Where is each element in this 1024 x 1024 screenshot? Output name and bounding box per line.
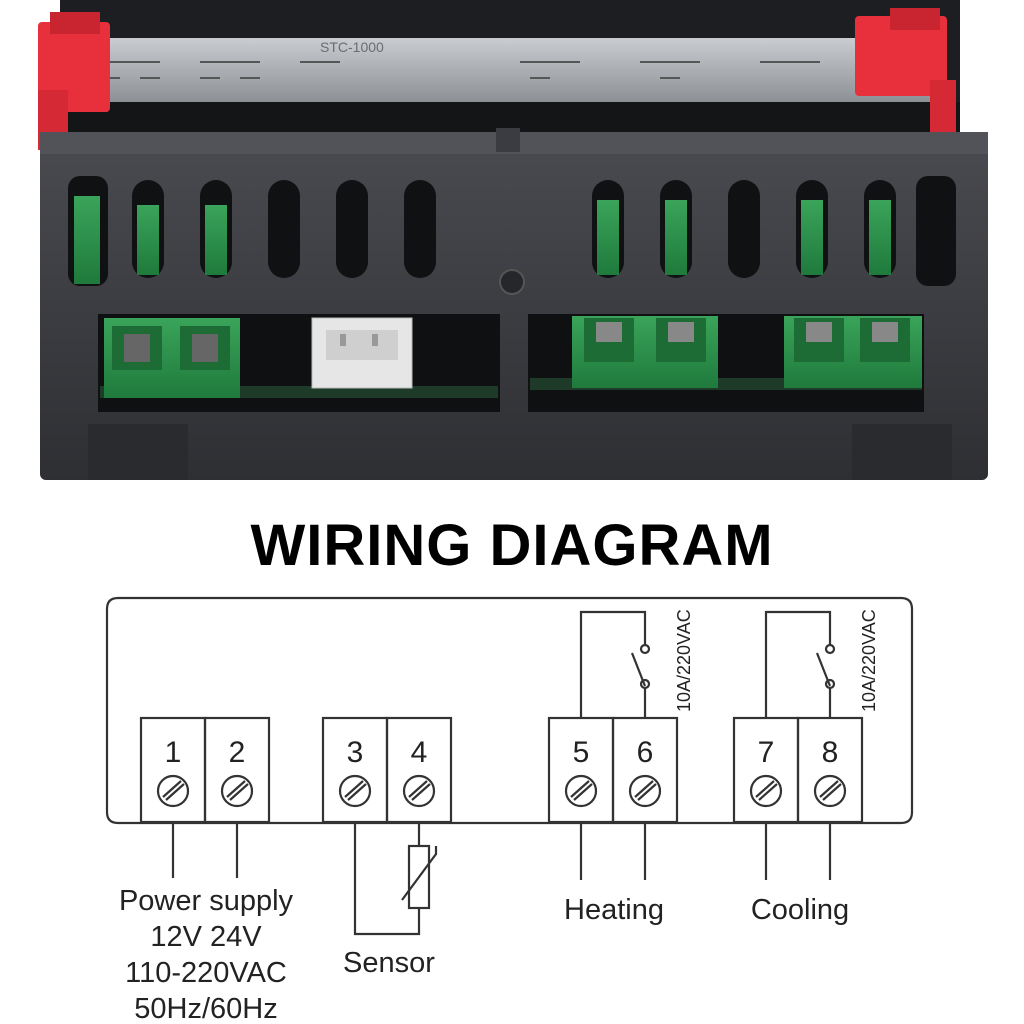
heating-relay-loop — [579, 610, 647, 718]
diagram-title: WIRING DIAGRAM — [250, 513, 774, 578]
wiring-diagram: 1 2 3 4 5 6 7 8 10A/220VAC 10A/220VAC Po… — [105, 596, 914, 1024]
vent-slots — [68, 176, 956, 286]
device-rear-photo: STC-1000 — [38, 0, 988, 480]
terminal-block-heating — [572, 316, 718, 388]
power-label-line-4: 50Hz/60Hz — [134, 993, 277, 1024]
terminal-number-3: 3 — [347, 736, 364, 769]
terminal-number-5: 5 — [573, 736, 590, 769]
sensor-label: Sensor — [343, 947, 435, 979]
housing-notch — [496, 128, 520, 152]
cooling-relay-loop — [764, 610, 832, 718]
terminal-number-4: 4 — [411, 736, 428, 769]
cooling-relay-switch-icon — [815, 643, 836, 690]
heating-label: Heating — [564, 894, 664, 926]
thermistor-icon — [401, 844, 438, 910]
sensor-connector — [311, 317, 413, 389]
model-label: STC-1000 — [320, 39, 384, 55]
cooling-label: Cooling — [751, 894, 849, 926]
terminal-number-7: 7 — [758, 736, 775, 769]
heating-relay-switch-icon — [630, 643, 651, 690]
terminal-number-2: 2 — [229, 736, 246, 769]
cooling-relay-rating: 10A/220VAC — [859, 609, 879, 712]
heating-relay-rating: 10A/220VAC — [674, 609, 694, 712]
power-label-line-1: Power supply — [119, 885, 294, 917]
terminal-block-power — [104, 318, 240, 398]
housing-outline — [105, 596, 914, 825]
front-label-sticker — [80, 38, 940, 102]
terminal-number-6: 6 — [637, 736, 654, 769]
terminal-number-8: 8 — [822, 736, 839, 769]
center-screw-hole — [499, 269, 525, 295]
terminal-number-1: 1 — [165, 736, 182, 769]
power-label-line-2: 12V 24V — [150, 921, 262, 953]
screw-icons — [156, 774, 847, 808]
sensor-wire-loop — [353, 822, 421, 936]
power-label-line-3: 110-220VAC — [125, 957, 287, 989]
terminal-block-cooling — [784, 316, 922, 388]
